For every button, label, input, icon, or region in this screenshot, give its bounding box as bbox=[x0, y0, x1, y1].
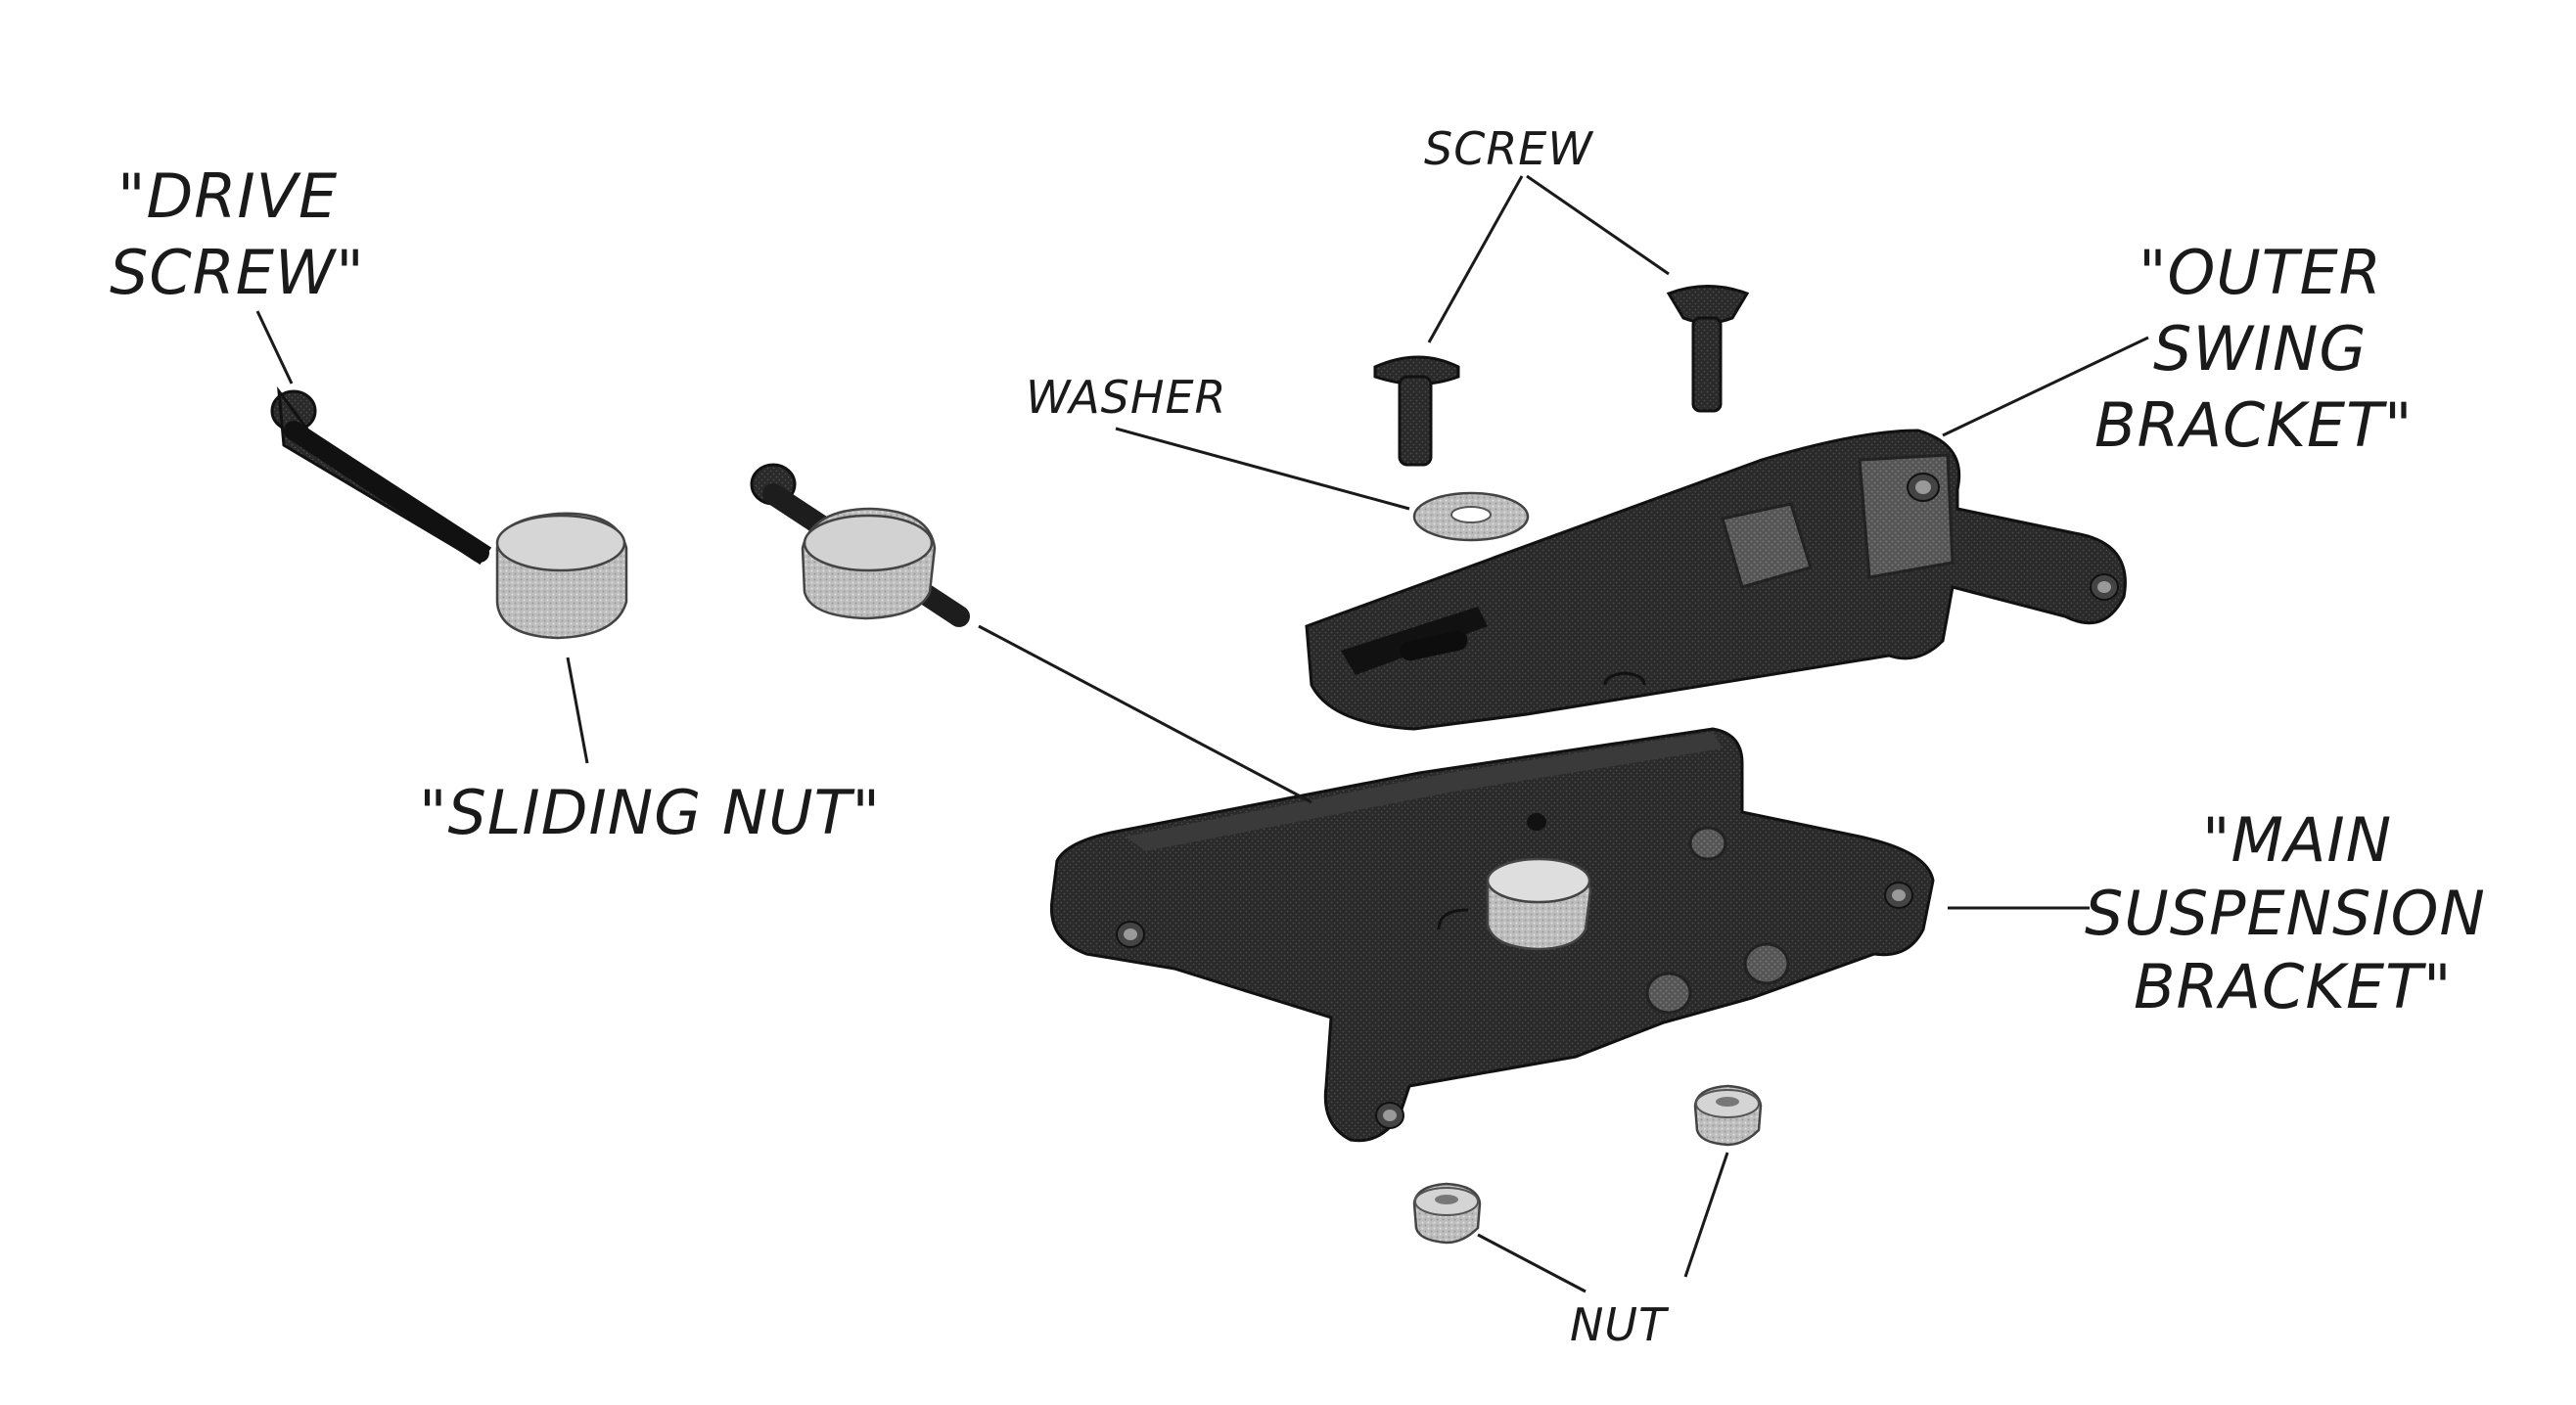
drive-screw-assembly-icon bbox=[752, 465, 959, 618]
washer-icon bbox=[1414, 493, 1528, 540]
main-suspension-bracket-icon bbox=[1051, 729, 1933, 1141]
outer-swing-bracket-label-line3: BRACKET" bbox=[2094, 389, 2414, 461]
nut-icon bbox=[1695, 1086, 1761, 1145]
sliding-nut-assembly-leader bbox=[979, 626, 1311, 802]
nut-leader-left bbox=[1478, 1235, 1586, 1292]
washer-leader bbox=[1116, 429, 1409, 509]
sliding-nut-icon bbox=[497, 514, 626, 638]
drive-screw-label-line1: "DRIVE bbox=[117, 160, 338, 232]
outer-swing-bracket-label-line1: "OUTER bbox=[2139, 237, 2382, 308]
drive-screw-label-line2: SCREW" bbox=[110, 237, 365, 308]
outer-swing-bracket-label-line2: SWING bbox=[2153, 313, 2367, 385]
nut-icon bbox=[1414, 1184, 1480, 1243]
main-suspension-bracket-label-line3: BRACKET" bbox=[2134, 951, 2453, 1022]
main-suspension-bracket-label-line2: SUSPENSION bbox=[2085, 878, 2486, 949]
nut-leader-right bbox=[1685, 1153, 1727, 1277]
outer-swing-bracket-icon bbox=[1307, 431, 2125, 729]
screw-icon bbox=[1669, 287, 1747, 412]
main-suspension-bracket-label-line1: "MAIN bbox=[2202, 804, 2392, 876]
drive-screw-leader bbox=[257, 311, 292, 384]
drive-screw-icon bbox=[272, 391, 489, 563]
screw-leader-right bbox=[1527, 176, 1669, 274]
sliding-nut-leader bbox=[568, 657, 587, 763]
washer-label: WASHER bbox=[1026, 371, 1226, 424]
screw-leader-left bbox=[1429, 176, 1522, 342]
nut-label: NUT bbox=[1570, 1298, 1670, 1351]
sliding-nut-label: "SLIDING NUT" bbox=[419, 777, 881, 848]
screw-icon bbox=[1375, 357, 1458, 465]
screw-label: SCREW bbox=[1424, 122, 1593, 175]
